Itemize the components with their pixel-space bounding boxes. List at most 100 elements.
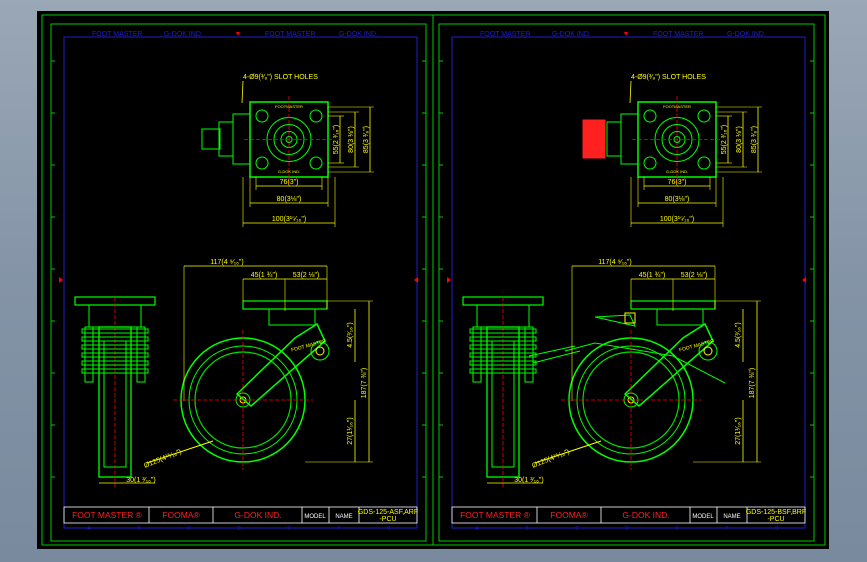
plate-label-bottom: G-DOK IND. xyxy=(666,169,688,174)
top-center-marker xyxy=(236,32,240,36)
dim-text-dim_80v: 80(3 ⅛") xyxy=(348,126,355,153)
brake-lever xyxy=(528,345,576,357)
arm-housing xyxy=(268,308,316,326)
dim-text-30: 30(1 ³⁄₁₆") xyxy=(514,477,543,484)
slot-holes-note: 4-Ø9(³⁄₈") SLOT HOLES xyxy=(631,74,706,81)
slot-hole xyxy=(643,156,657,170)
dim-text-dia: Ø125(4¹⁵⁄₁₆") xyxy=(143,448,182,469)
zone-letter: A xyxy=(87,526,91,532)
zone-letter: C xyxy=(575,526,579,532)
brand-gdok: G-DOK IND. xyxy=(234,510,281,520)
dim-text-45v: 4.5(³⁄₁₆") xyxy=(735,322,742,348)
slot-hole xyxy=(309,109,323,123)
plate-label-bottom: G-DOK IND. xyxy=(278,169,300,174)
front-bolt-stack xyxy=(469,368,537,374)
brake-pedal-arm xyxy=(594,314,636,327)
side-bracket-inner xyxy=(218,121,234,157)
header-label: FOOT MASTER xyxy=(653,31,703,38)
header-label: FOOT MASTER xyxy=(92,31,142,38)
zone-letter: A xyxy=(475,526,479,532)
dim-text-dim_76: 76(3") xyxy=(280,179,299,186)
dim-text-dim_100: 100(3¹⁵⁄₁₆") xyxy=(660,216,694,223)
dim-text-45v: 4.5(³⁄₁₆") xyxy=(347,322,354,348)
model-name-line2: -PCU xyxy=(379,516,396,523)
model-label: MODEL xyxy=(692,514,714,520)
side-bracket-inner xyxy=(606,121,622,157)
top-center-marker xyxy=(624,32,628,36)
zone-letter: D xyxy=(625,526,629,532)
brand-foot-master: FOOT MASTER ® xyxy=(72,510,143,520)
arm-label: FOOT MASTER xyxy=(291,338,328,353)
dim-text-27: 27(1¹⁄₁₆") xyxy=(347,417,354,445)
front-bolt-stack xyxy=(81,328,149,334)
side-bracket xyxy=(620,113,639,165)
plate-label-top: FOOTMASTER xyxy=(275,104,303,109)
arm-pivot-center xyxy=(703,346,713,356)
brake-lever xyxy=(532,350,581,364)
dim-text-53: 53(2 ⅛") xyxy=(293,272,320,279)
arm-spring-pivot xyxy=(310,341,330,361)
dim-text-dim_55: 55(2 ³⁄₁₆") xyxy=(721,125,728,154)
dim-text-dim_76: 76(3") xyxy=(668,179,687,186)
dim-text-117: 117(4 ⁹⁄₁₆") xyxy=(598,259,632,266)
dim-text-45: 45(1 ¾") xyxy=(251,272,278,279)
name-label: NAME xyxy=(723,514,740,520)
front-bolt-stack xyxy=(81,360,149,366)
leader xyxy=(241,80,244,104)
zone-letter: B xyxy=(525,526,529,532)
side-stub xyxy=(201,128,221,150)
drawing-svg: FOOT MASTER G-DOK IND. FOOT MASTER G-DOK IN… xyxy=(41,14,826,546)
dim-text-dim_85: 85(3 ³⁄₈") xyxy=(363,126,370,153)
slot-hole xyxy=(255,156,269,170)
model-label: MODEL xyxy=(304,514,326,520)
front-fork-right xyxy=(136,326,146,383)
zone-letter: E xyxy=(675,526,679,532)
dim-text-30: 30(1 ³⁄₁₆") xyxy=(126,477,155,484)
side-center-marker xyxy=(414,277,418,283)
slot-holes-note: 4-Ø9(³⁄₈") SLOT HOLES xyxy=(243,74,318,81)
title-block xyxy=(451,506,806,524)
zone-letter: F xyxy=(725,526,728,532)
front-bolt-stack xyxy=(469,344,537,350)
front-bolt-stack xyxy=(469,352,537,358)
sheet-frame-outer xyxy=(438,23,815,542)
zone-letter: G xyxy=(775,526,779,532)
brake-pedal xyxy=(582,119,606,159)
front-bolt-stack xyxy=(81,368,149,374)
model-name: GDS-125-BSF,BRF xyxy=(746,509,806,516)
front-bolt-stack xyxy=(469,328,537,334)
arm-housing xyxy=(656,308,704,326)
sheet-left: FOOT MASTER G-DOK IND. FOOT MASTER G-DOK IN… xyxy=(50,23,427,542)
side-center-marker xyxy=(802,277,806,283)
dim-text-dim_100: 100(3¹⁵⁄₁₆") xyxy=(272,216,306,223)
slot-hole xyxy=(697,156,711,170)
slot-hole xyxy=(643,109,657,123)
brake-linkage xyxy=(564,342,726,384)
slot-hole xyxy=(255,109,269,123)
zone-letter: F xyxy=(337,526,340,532)
front-bolt-stack xyxy=(469,336,537,342)
dim-text-187: 187(7 ⅜") xyxy=(749,368,756,399)
zone-letter: G xyxy=(387,526,391,532)
zone-letter: C xyxy=(187,526,191,532)
dim-text-dim_85: 85(3 ³⁄₈") xyxy=(751,126,758,153)
sheet-right: FOOT MASTER G-DOK IND. FOOT MASTER G-DOK IN… xyxy=(438,23,815,542)
slot-hole xyxy=(309,156,323,170)
front-bolt-stack xyxy=(81,344,149,350)
name-label: NAME xyxy=(335,514,352,520)
dim-text-117: 117(4 ⁹⁄₁₆") xyxy=(210,259,244,266)
dim-text-dim_80v: 80(3 ⅛") xyxy=(736,126,743,153)
slot-hole xyxy=(697,109,711,123)
dim-text-dim_55: 55(2 ³⁄₁₆") xyxy=(333,125,340,154)
header-label: G-DOK IND. xyxy=(727,31,766,38)
cad-drawing-canvas[interactable]: FOOT MASTER G-DOK IND. FOOT MASTER G-DOK IN… xyxy=(37,11,829,549)
dim-text-dia: Ø125(4¹⁵⁄₁₆") xyxy=(531,448,570,469)
front-bolt-stack xyxy=(469,360,537,366)
brand-fooma: FOOMA® xyxy=(162,510,200,520)
header-label: G-DOK IND. xyxy=(164,31,203,38)
front-bolt-stack xyxy=(81,352,149,358)
brand-gdok: G-DOK IND. xyxy=(622,510,669,520)
arm-label: FOOT MASTER xyxy=(679,338,716,353)
side-center-marker xyxy=(59,277,63,283)
zone-letter: B xyxy=(137,526,141,532)
